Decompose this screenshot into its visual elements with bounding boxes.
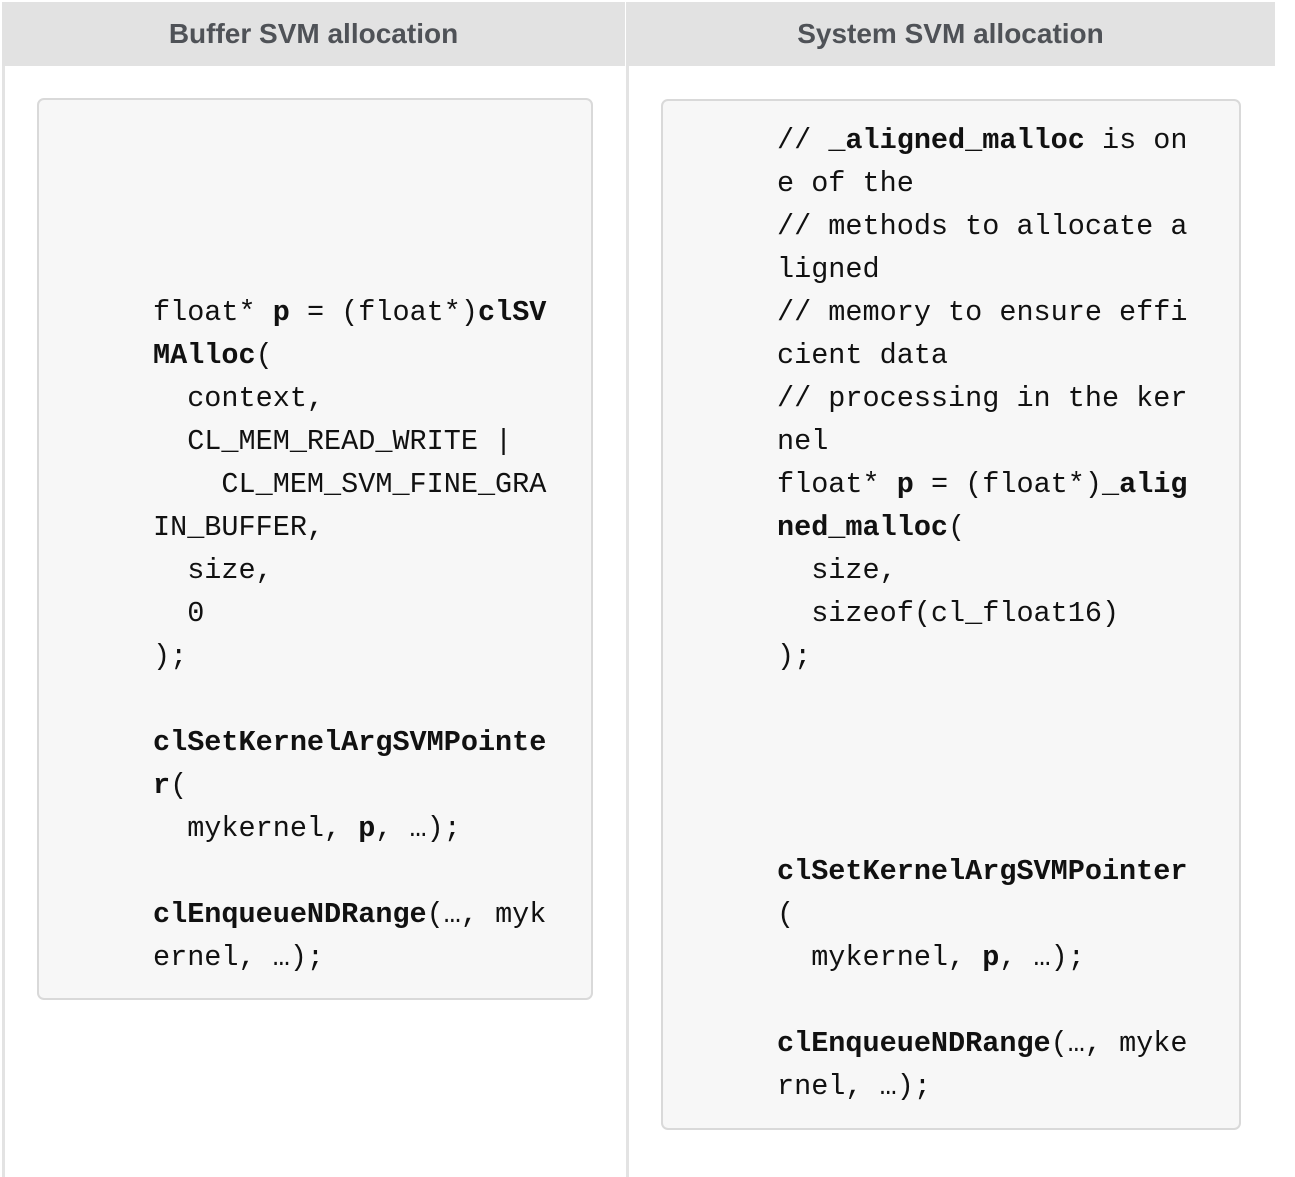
column-system-svm: System SVM allocation // _aligned_malloc… <box>626 2 1275 1177</box>
code-block: float* p = (float*)clSV MAlloc( context,… <box>37 98 593 1000</box>
column-buffer-svm: Buffer SVM allocation float* p = (float*… <box>2 2 625 1177</box>
column-header: System SVM allocation <box>626 2 1275 66</box>
code-block: // _aligned_malloc is on e of the // met… <box>661 99 1241 1130</box>
code-text: float* p = (float*)clSV MAlloc( context,… <box>153 296 547 974</box>
code-text: // _aligned_malloc is on e of the // met… <box>777 124 1188 1103</box>
column-header: Buffer SVM allocation <box>2 2 625 66</box>
